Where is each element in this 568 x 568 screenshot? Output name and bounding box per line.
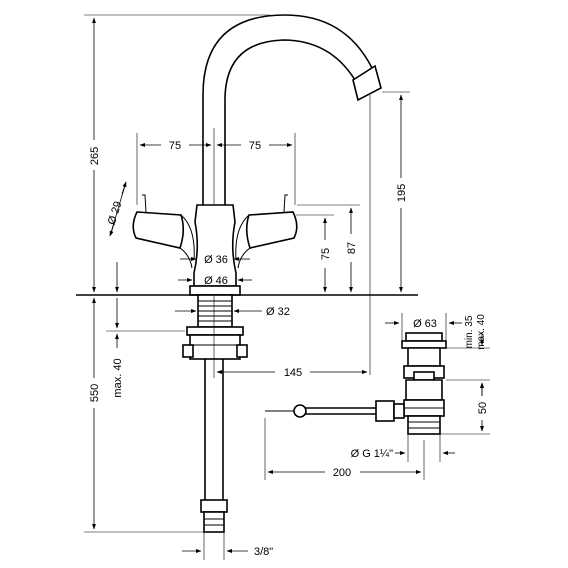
dimension-50: 50 [440,382,490,435]
dimension-550: 550 [84,297,204,533]
dimension-width: 75 75 [136,128,296,205]
dimension-min35-max40: min. 35 max. 40 [446,314,490,396]
dim-50: 50 [477,402,489,414]
dim-265: 265 [89,147,101,165]
dim-32: Ø 32 [266,306,290,318]
dim-195: 195 [396,184,408,202]
drain-assembly [265,332,447,435]
dimension-87: 87 [297,204,360,293]
faucet-outline [132,14,382,296]
dimension-75-vertical: 75 [296,214,334,293]
dim-87: 87 [346,242,358,254]
dim-min35: min. 35 [464,315,475,348]
dimension-63: Ø 63 [385,313,462,341]
dim-max40-left: max. 40 [112,358,124,397]
dim-46: Ø 46 [204,275,228,287]
dim-max40-right: max. 40 [476,314,487,350]
dim-550: 550 [89,384,101,402]
dimension-hose-thread: 3/8" [182,532,273,560]
dim-36: Ø 36 [204,254,228,266]
dimension-195: 195 [382,91,410,293]
dim-145: 145 [284,367,302,379]
dim-63: Ø 63 [413,318,437,330]
dimension-max40-left: max. 40 [106,298,185,398]
dim-thread: Ø G 1¼" [351,448,394,460]
supply-hose [200,359,228,533]
dimension-thread: Ø G 1¼" [351,434,455,462]
dimension-265: 265 [84,14,270,293]
dimension-32: Ø 32 [175,306,290,318]
dim-hose-thread: 3/8" [254,546,273,558]
dimension-145: 145 [213,295,368,379]
threaded-shank [182,294,248,360]
dim-75-right: 75 [249,140,261,152]
dimension-handle-diameter: Ø 29 [106,181,127,237]
dim-200: 200 [333,467,351,479]
dimension-46: Ø 46 [178,275,252,287]
dimension-36: Ø 36 [180,254,250,266]
dimension-200: 200 [264,418,425,480]
dim-75-vertical: 75 [320,248,332,260]
dim-29: Ø 29 [106,200,125,226]
dim-75-left: 75 [169,140,181,152]
